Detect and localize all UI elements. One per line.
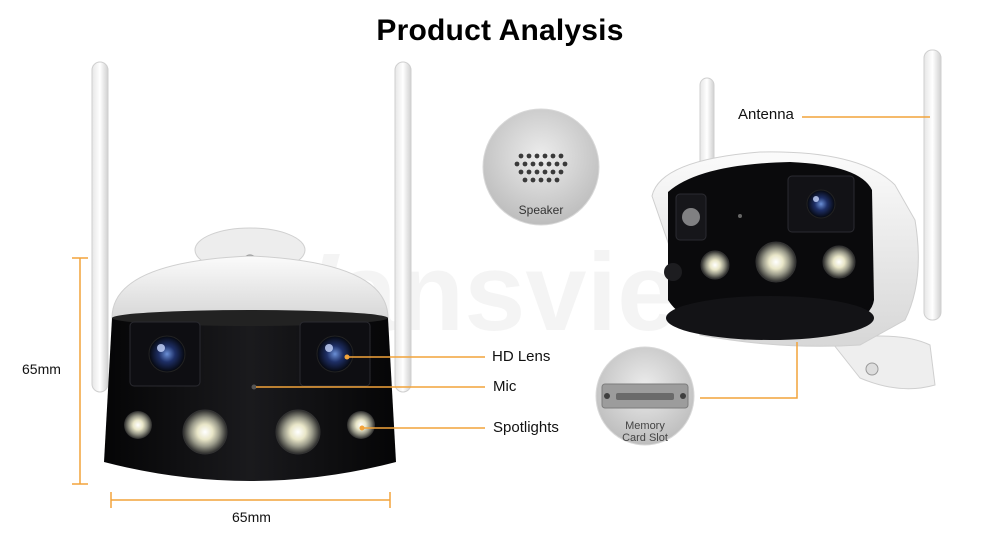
right-hd-lens bbox=[316, 335, 354, 373]
memory-card-label-line1: Memory bbox=[625, 420, 665, 432]
antenna-label: Antenna bbox=[738, 106, 794, 123]
mic-label: Mic bbox=[493, 378, 517, 395]
spotlight-3 bbox=[275, 409, 321, 455]
antenna bbox=[923, 49, 942, 321]
angled-spotlight-3 bbox=[822, 245, 856, 279]
angled-spotlight-1 bbox=[700, 250, 730, 280]
right-antenna bbox=[394, 61, 412, 393]
spotlights-label: Spotlights bbox=[493, 419, 559, 436]
front-camera-illustration bbox=[91, 61, 412, 481]
mic-dot bbox=[251, 384, 257, 390]
spotlight-2 bbox=[182, 409, 228, 455]
left-hd-lens bbox=[148, 335, 186, 373]
left-antenna bbox=[91, 61, 109, 393]
speaker-label: Speaker bbox=[518, 203, 564, 217]
memory-card-inset bbox=[595, 346, 695, 446]
spotlight-4 bbox=[347, 411, 375, 439]
angled-hd-lens bbox=[806, 189, 836, 219]
spotlight-1 bbox=[124, 411, 152, 439]
memory-card-label-line2: Card Slot bbox=[622, 432, 668, 444]
page-title: Product Analysis bbox=[376, 14, 624, 47]
speaker-grille-icon bbox=[514, 153, 568, 183]
height-dimension-label: 65mm bbox=[22, 361, 61, 377]
front-callout-lines bbox=[256, 356, 485, 429]
memory-card-callout-line bbox=[700, 342, 798, 399]
dimension-lines bbox=[72, 257, 391, 508]
angled-spotlight-2 bbox=[755, 241, 797, 283]
speaker-inset bbox=[482, 108, 600, 226]
angled-camera-illustration bbox=[651, 49, 942, 390]
width-dimension-label: 65mm bbox=[232, 509, 271, 525]
hd-lens-label: HD Lens bbox=[492, 348, 551, 365]
